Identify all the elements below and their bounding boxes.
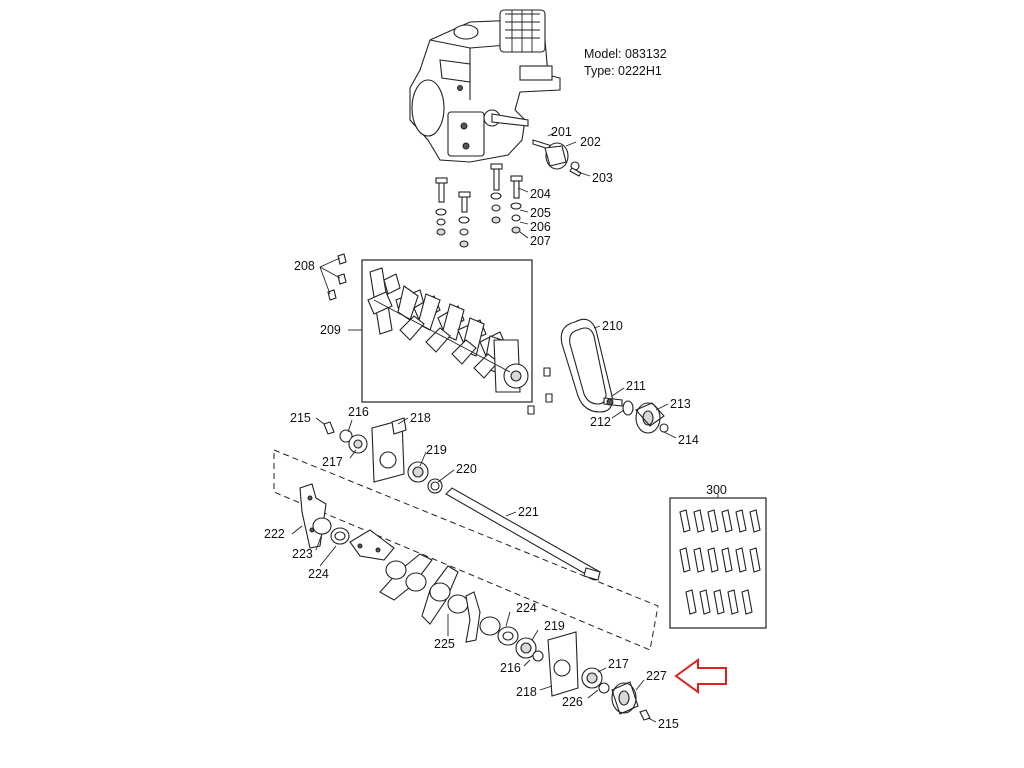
callout-205: 205 bbox=[530, 206, 551, 220]
callout-217-bottom: 217 bbox=[608, 657, 629, 671]
callout-212: 212 bbox=[590, 415, 611, 429]
callout-226: 226 bbox=[562, 695, 583, 709]
callout-219-bottom: 219 bbox=[544, 619, 565, 633]
callout-207: 207 bbox=[530, 234, 551, 248]
callout-215-bottom: 215 bbox=[658, 717, 679, 731]
callout-216-top: 216 bbox=[348, 405, 369, 419]
callout-218-bottom: 218 bbox=[516, 685, 537, 699]
callout-221: 221 bbox=[518, 505, 539, 519]
model-number: Model: 083132 bbox=[584, 47, 667, 61]
type-number: Type: 0222H1 bbox=[584, 64, 662, 78]
callout-224-left: 224 bbox=[308, 567, 329, 581]
callout-206: 206 bbox=[530, 220, 551, 234]
callout-223: 223 bbox=[292, 547, 313, 561]
callout-214: 214 bbox=[678, 433, 699, 447]
callout-203: 203 bbox=[592, 171, 613, 185]
callout-208: 208 bbox=[294, 259, 315, 273]
callout-225: 225 bbox=[434, 637, 455, 651]
tine-set bbox=[679, 509, 761, 615]
callout-213: 213 bbox=[670, 397, 691, 411]
callout-218-top: 218 bbox=[410, 411, 431, 425]
callout-220: 220 bbox=[456, 462, 477, 476]
rotor-assembly bbox=[367, 267, 529, 393]
rotor-bolts bbox=[527, 367, 553, 415]
callout-202: 202 bbox=[580, 135, 601, 149]
callout-227: 227 bbox=[646, 669, 667, 683]
engine bbox=[409, 9, 561, 163]
belt bbox=[560, 318, 613, 413]
rotor-assembly-box bbox=[361, 259, 533, 403]
screws-208 bbox=[319, 253, 347, 301]
shaft bbox=[445, 487, 601, 581]
callout-217-top: 217 bbox=[322, 455, 343, 469]
engine-mount-bolts bbox=[435, 163, 523, 248]
tines-and-bushings bbox=[299, 483, 651, 721]
callout-216-bottom: 216 bbox=[500, 661, 521, 675]
callout-201: 201 bbox=[551, 125, 572, 139]
callout-222: 222 bbox=[264, 527, 285, 541]
callout-209: 209 bbox=[320, 323, 341, 337]
callout-211: 211 bbox=[626, 379, 646, 393]
leader-lines bbox=[291, 131, 719, 723]
highlight-arrow bbox=[674, 658, 727, 694]
idler-pulley-assembly bbox=[603, 397, 669, 434]
callout-224-right: 224 bbox=[516, 601, 537, 615]
shaft-assembly-outline bbox=[273, 449, 659, 651]
engine-pulley-assembly bbox=[532, 139, 582, 177]
callout-labels: 201 202 203 204 205 206 207 208 209 210 … bbox=[264, 125, 727, 731]
callout-204: 204 bbox=[530, 187, 551, 201]
callout-219-top: 219 bbox=[426, 443, 447, 457]
left-bearing-set bbox=[323, 417, 443, 494]
callout-215-top: 215 bbox=[290, 411, 311, 425]
callout-210: 210 bbox=[602, 319, 623, 333]
callout-300: 300 bbox=[706, 483, 727, 497]
